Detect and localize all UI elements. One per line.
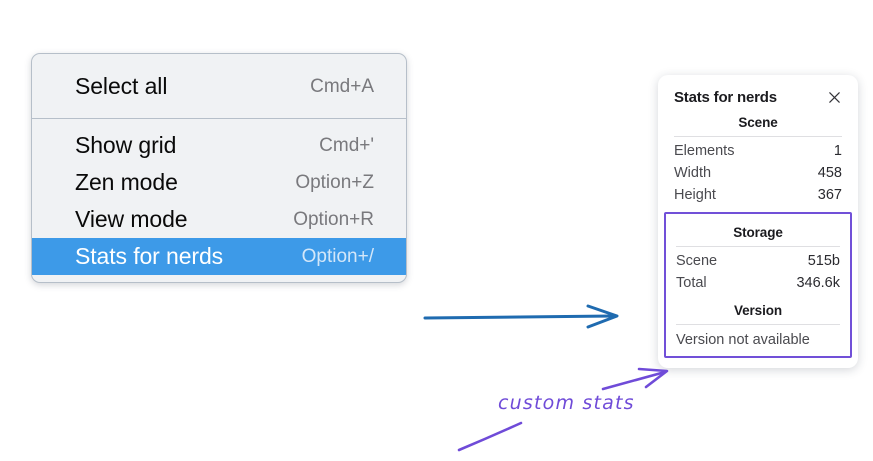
menu-divider bbox=[32, 118, 406, 119]
menu-item-label: Show grid bbox=[75, 132, 177, 158]
menu-item-select-all[interactable]: Select all Cmd+A bbox=[32, 68, 406, 105]
blue-arrow-annotation bbox=[423, 304, 619, 329]
menu-group-1: Select all Cmd+A bbox=[32, 54, 406, 118]
menu-group-2: Show grid Cmd+' Zen mode Option+Z View m… bbox=[32, 119, 406, 282]
section-title: Storage bbox=[733, 225, 783, 240]
stat-value: 346.6k bbox=[796, 275, 840, 291]
stats-panel-title: Stats for nerds bbox=[674, 89, 777, 106]
version-value: Version not available bbox=[676, 332, 810, 348]
stats-panel-header: Stats for nerds bbox=[658, 87, 858, 106]
section-divider bbox=[676, 246, 840, 247]
menu-item-label: Stats for nerds bbox=[75, 243, 224, 269]
menu-item-zen-mode[interactable]: Zen mode Option+Z bbox=[32, 164, 406, 201]
menu-item-label: Zen mode bbox=[75, 169, 178, 195]
close-icon[interactable] bbox=[827, 90, 842, 105]
stat-value: 458 bbox=[817, 165, 842, 181]
stat-row-height: Height 367 bbox=[674, 184, 842, 206]
stat-key: Height bbox=[674, 187, 716, 203]
stats-section-storage: Storage Scene 515b Total 346.6k bbox=[676, 216, 840, 294]
stat-row-elements: Elements 1 bbox=[674, 140, 842, 162]
menu-item-shortcut: Cmd+A bbox=[310, 76, 374, 97]
section-divider bbox=[674, 136, 842, 137]
menu-item-label: Select all bbox=[75, 73, 168, 99]
menu-item-shortcut: Option+/ bbox=[301, 246, 374, 267]
menu-item-stats-for-nerds[interactable]: Stats for nerds Option+/ bbox=[32, 238, 406, 275]
menu-item-label: View mode bbox=[75, 206, 188, 232]
menu-item-view-mode[interactable]: View mode Option+R bbox=[32, 201, 406, 238]
stat-value: 367 bbox=[817, 187, 842, 203]
menu-item-show-grid[interactable]: Show grid Cmd+' bbox=[32, 127, 406, 164]
stat-row-width: Width 458 bbox=[674, 162, 842, 184]
stat-key: Elements bbox=[674, 143, 735, 159]
custom-stats-highlight-box: Storage Scene 515b Total 346.6k Version … bbox=[664, 212, 852, 358]
section-title: Version bbox=[733, 303, 783, 318]
stat-row-scene: Scene 515b bbox=[676, 250, 840, 272]
stats-for-nerds-panel: Stats for nerds Scene Elements 1 Width 4… bbox=[658, 75, 858, 368]
section-title: Scene bbox=[738, 115, 778, 130]
stat-key: Scene bbox=[676, 253, 718, 269]
stat-value: 1 bbox=[833, 143, 842, 159]
purple-arrow-annotation bbox=[601, 367, 669, 391]
stats-section-scene: Scene Elements 1 Width 458 Height 367 bbox=[658, 106, 858, 206]
stats-panel-body: Scene Elements 1 Width 458 Height 367 St… bbox=[658, 106, 858, 358]
menu-item-shortcut: Option+R bbox=[293, 209, 374, 230]
stat-value: 515b bbox=[807, 253, 840, 269]
stat-key: Width bbox=[674, 165, 712, 181]
canvas-context-menu[interactable]: Select all Cmd+A Show grid Cmd+' Zen mod… bbox=[31, 53, 407, 283]
stat-row-total: Total 346.6k bbox=[676, 272, 840, 294]
section-divider bbox=[676, 324, 840, 325]
menu-item-shortcut: Option+Z bbox=[295, 172, 374, 193]
stats-section-version: Version Version not available bbox=[676, 294, 840, 350]
purple-underline-annotation bbox=[457, 421, 523, 452]
handwritten-note-custom-stats: custom stats bbox=[498, 392, 635, 414]
stat-key: Total bbox=[676, 275, 707, 291]
menu-item-shortcut: Cmd+' bbox=[319, 135, 374, 156]
